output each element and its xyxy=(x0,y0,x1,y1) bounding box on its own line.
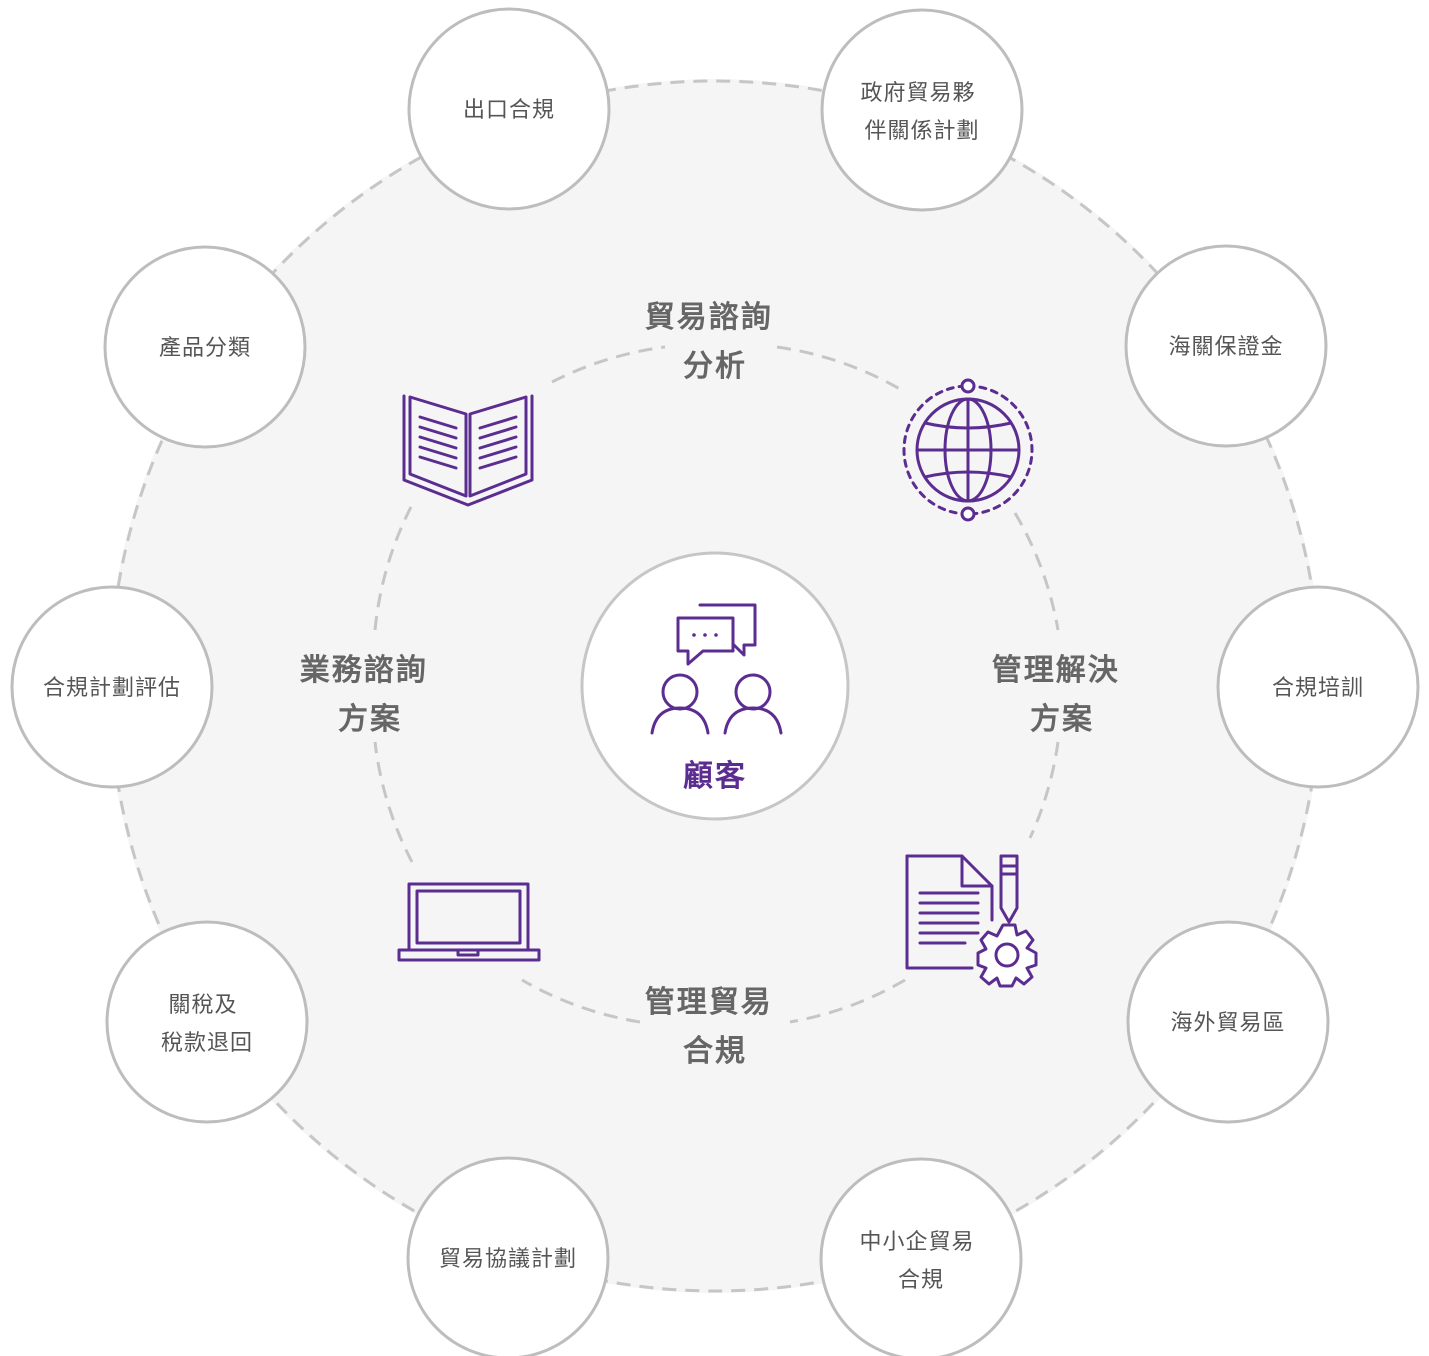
laptop-icon xyxy=(397,882,541,962)
svg-text:合規計劃評估: 合規計劃評估 xyxy=(43,676,181,701)
center-label: 顧客 xyxy=(683,759,747,794)
svg-text:關稅及 稅款退回: 關稅及 稅款退回 xyxy=(161,993,253,1056)
outer-node-9-line-1: 產品分類 xyxy=(159,336,251,361)
inner-orbit-arcs xyxy=(373,345,1060,1024)
open-book-icon xyxy=(402,394,534,507)
svg-text:出口合規: 出口合規 xyxy=(463,98,555,123)
outer-node-3-line-1: 合規培訓 xyxy=(1272,676,1364,701)
svg-text:中小企貿易 合規: 中小企貿易 合規 xyxy=(859,1230,982,1293)
outer-node-2-line-1: 海關保證金 xyxy=(1168,335,1283,360)
service-bottom-line-2: 合規 xyxy=(683,1034,747,1069)
service-label-top: 貿易諮詢 分析 xyxy=(645,300,785,384)
outer-node-product-classification: 產品分類 xyxy=(103,245,307,449)
outer-node-foreign-trade-zone: 海外貿易區 xyxy=(1126,920,1330,1124)
outer-node-export-compliance: 出口合規 xyxy=(407,7,611,211)
center-circle xyxy=(580,551,850,821)
svg-text:合規培訓: 合規培訓 xyxy=(1272,676,1364,701)
outer-node-trade-agreement-program: 貿易協議計劃 xyxy=(406,1156,610,1356)
outer-node-8-line-1: 合規計劃評估 xyxy=(43,676,181,701)
service-label-left: 業務諮詢 方案 xyxy=(300,653,440,737)
outer-node-sme-trade-compliance: 中小企貿易 合規 xyxy=(819,1157,1023,1356)
outer-node-compliance-assessment: 合規計劃評估 xyxy=(10,585,214,789)
conversation-people-icon xyxy=(650,603,783,735)
outer-node-4-line-1: 海外貿易區 xyxy=(1170,1011,1285,1036)
outer-node-1-line-2: 伴關係計劃 xyxy=(864,119,979,144)
outer-node-1-line-1: 政府貿易夥 xyxy=(860,81,975,106)
service-right-line-2: 方案 xyxy=(1030,702,1094,737)
service-left-line-2: 方案 xyxy=(338,702,402,737)
service-label-bottom: 管理貿易 合規 xyxy=(645,985,785,1069)
globe-icon xyxy=(902,378,1034,522)
outer-node-6-line-1: 貿易協議計劃 xyxy=(439,1247,577,1272)
outer-node-government-partnership: 政府貿易夥 伴關係計劃 xyxy=(820,8,1024,212)
service-top-line-2: 分析 xyxy=(683,349,747,384)
svg-text:產品分類: 產品分類 xyxy=(159,336,251,361)
service-label-right: 管理解決 方案 xyxy=(992,653,1132,737)
outer-node-compliance-training: 合規培訓 xyxy=(1216,585,1420,789)
outer-node-7-line-1: 關稅及 xyxy=(168,993,237,1018)
svg-text:政府貿易夥 伴關係計劃: 政府貿易夥 伴關係計劃 xyxy=(860,81,983,144)
outer-node-7-line-2: 稅款退回 xyxy=(161,1031,253,1056)
svg-text:海關保證金: 海關保證金 xyxy=(1168,335,1283,360)
outer-node-duties-drawback: 關稅及 稅款退回 xyxy=(105,920,309,1124)
outer-node-0-line-1: 出口合規 xyxy=(463,98,555,123)
service-left-line-1: 業務諮詢 xyxy=(300,653,428,688)
document-gear-icon xyxy=(905,854,1038,988)
service-top-line-1: 貿易諮詢 xyxy=(645,300,773,335)
outer-node-5-line-1: 中小企貿易 xyxy=(859,1230,974,1255)
svg-text:海外貿易區: 海外貿易區 xyxy=(1170,1011,1285,1036)
outer-node-5-line-2: 合規 xyxy=(898,1268,944,1293)
outer-node-customs-bond: 海關保證金 xyxy=(1124,244,1328,448)
svg-text:貿易協議計劃: 貿易協議計劃 xyxy=(439,1247,577,1272)
service-bottom-line-1: 管理貿易 xyxy=(645,985,773,1020)
service-right-line-1: 管理解決 xyxy=(992,653,1120,688)
